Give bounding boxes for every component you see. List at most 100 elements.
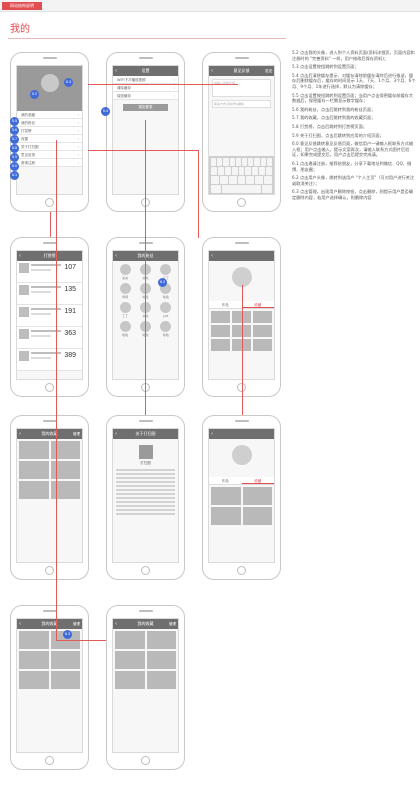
fan-item[interactable]: 哈哈 [156,321,176,340]
screen-collection-manage: ‹我的收藏管理 [16,618,83,753]
marker-6-3: 6.3 [63,630,72,639]
home-button-icon [45,566,54,575]
back-icon[interactable]: ‹ [115,431,117,437]
notes-column: 5.2 点击我的头像，进入到个人资料页面(资料详细页，页面内容和注册时的 "完善… [292,50,416,203]
menu-item-settings[interactable]: 设置 [17,135,82,143]
speaker-icon [234,420,249,422]
fan-item[interactable]: 关关 [115,264,135,283]
manage-button[interactable]: 管理 [73,432,80,436]
manage-grid [17,629,82,691]
app-logo [138,445,153,459]
phone-user-home: ‹ 作品 收藏 [202,237,281,397]
marker-6-0: 6.0 [10,162,19,171]
setting-wifi[interactable]: WIFI下才播放视频 [113,76,178,84]
note-6-1: 6.1 点击邀请注册，推荐给朋友，分享下载地址到微信、QQ、微博、朋友圈； [292,160,412,172]
note-6-0: 6.0 意见反馈跳转意见反馈页面，微信用户一键输入框联系方式输入框；用户点击输入… [292,141,414,158]
logout-button[interactable]: 退出登录 [123,104,168,111]
back-icon[interactable]: ‹ [19,431,21,437]
note-5-9: 5.9 关于打扫图，点击后跳转到应用的介绍页面； [292,132,384,138]
phone-feedback: ‹ 意见反馈 发送 请输入您的反馈... 联系方式(手机号/邮箱) [202,52,281,212]
profile-tabs: 作品 收藏 [209,477,274,485]
screen-me: 我的收藏 我的粉丝 打赏榜 设置 关于打扫图 意见反馈 邀请注册 [16,65,83,195]
fan-item[interactable]: 丁丁 [115,302,135,321]
annotation-line [242,285,243,415]
nav-title: 我的收藏 [137,621,154,626]
marker-5-6: 5.6 [10,126,19,135]
navbar: ‹关于打扫图 [113,429,178,439]
annotation-line [50,212,51,237]
note-5-7: 5.7 我的收藏，点击后跳转到我的收藏页面； [292,115,376,121]
list-item[interactable]: 363 [17,327,82,349]
fan-item[interactable]: 哈哈 [115,321,135,340]
note-6-2: 6.2 点击用户头像，跳转到该用户 "个人主页"（可对用户进行关注或取消关注）； [292,175,415,186]
note-5-6: 5.6 我的粉丝，点击后跳转到我的粉丝页面； [292,106,376,112]
app-name: 打扫图 [140,461,151,465]
tab-collection[interactable]: 收藏 [241,477,274,484]
profile-header [17,66,82,111]
nav-title: 设置 [141,68,150,73]
back-icon[interactable]: ‹ [211,253,213,259]
screen-feedback: ‹ 意见反馈 发送 请输入您的反馈... 联系方式(手机号/邮箱) [208,65,275,195]
contact-input[interactable]: 联系方式(手机号/邮箱) [212,100,271,108]
marker-6-2: 6.2 [158,278,167,287]
navbar: ‹打赏榜 [17,251,82,261]
marker-5-5: 5.5 [10,117,19,126]
list-item[interactable]: 191 [17,305,82,327]
phone-ranking: ‹打赏榜 107 135 191 363 389 [10,237,89,397]
note-6-3: 6.3 点击管理，出现用户删除按钮，点击删除，则提示用户是否确定删除内容，若用户… [292,189,414,200]
tab-collection[interactable]: 收藏 [241,301,274,308]
list-item[interactable]: 389 [17,349,82,371]
manage-button[interactable]: 管理 [73,622,80,626]
fan-item[interactable]: Jeff [156,302,176,321]
marker-5-3: 5.3 [64,78,73,87]
note-5-5: 5.5 点击设置按钮跳转到设置页面；当用户点击保密缓存前缓存大数据后，保密缓存一… [292,92,414,104]
home-button-icon [45,756,54,765]
feedback-input[interactable]: 请输入您的反馈... [212,79,271,97]
annotation-line [56,140,57,640]
back-icon[interactable]: ‹ [211,68,213,74]
marker-5-7: 5.7 [10,135,19,144]
back-icon[interactable]: ‹ [19,253,21,259]
menu-item-feedback[interactable]: 意见反馈 [17,151,82,159]
page-title: 我的 [10,24,30,35]
list-item[interactable]: 107 [17,261,82,283]
avatar[interactable] [40,74,59,92]
tab-works[interactable]: 作品 [221,479,229,483]
navbar: ‹ 意见反馈 发送 [209,66,274,76]
navbar: ‹ 我的收藏 管理 [113,619,178,629]
back-icon[interactable]: ‹ [19,621,21,627]
speaker-icon [138,420,153,422]
keyboard[interactable] [209,156,274,194]
navbar: ‹ 设置 [113,66,178,76]
phone-collection-manage: ‹我的收藏管理 [10,605,89,770]
phone-me: 我的收藏 我的粉丝 打赏榜 设置 关于打扫图 意见反馈 邀请注册 [10,52,89,212]
menu-item-about[interactable]: 关于打扫图 [17,143,82,151]
menu-item-collection[interactable]: 我的收藏 [17,111,82,119]
menu-item-fans[interactable]: 我的粉丝 [17,119,82,127]
home-button-icon [237,383,246,392]
fan-item[interactable]: 哈哈 [156,283,176,302]
fan-item[interactable]: 丁丁 [156,264,176,283]
send-button[interactable]: 发送 [265,69,272,73]
section-tag: 网站结构说明 [2,2,42,10]
setting-clear-cache[interactable]: 清除缓存 [113,84,178,92]
fan-item[interactable]: 呵呵 [115,283,135,302]
about-text [113,466,178,520]
back-icon[interactable]: ‹ [115,68,117,74]
back-icon[interactable]: ‹ [115,253,117,259]
speaker-icon [234,242,249,244]
phone-my-collection: ‹我的收藏管理 [10,415,89,580]
tab-works[interactable]: 作品 [221,303,229,307]
list-item[interactable]: 135 [17,283,82,305]
setting-cache[interactable]: 保密缓存 [113,92,178,100]
marker-5-2: 5.2 [30,90,39,99]
navbar: ‹我的收藏管理 [17,429,82,439]
menu-item-invite[interactable]: 邀请注册 [17,159,82,167]
back-icon[interactable]: ‹ [211,431,213,437]
back-icon[interactable]: ‹ [115,621,117,627]
menu-item-ranking[interactable]: 打赏榜 [17,127,82,135]
top-bar: 网站结构说明 [0,0,420,12]
image-grid [209,309,274,353]
nav-title: 意见反馈 [233,68,250,73]
manage-button[interactable]: 管理 [169,622,176,626]
